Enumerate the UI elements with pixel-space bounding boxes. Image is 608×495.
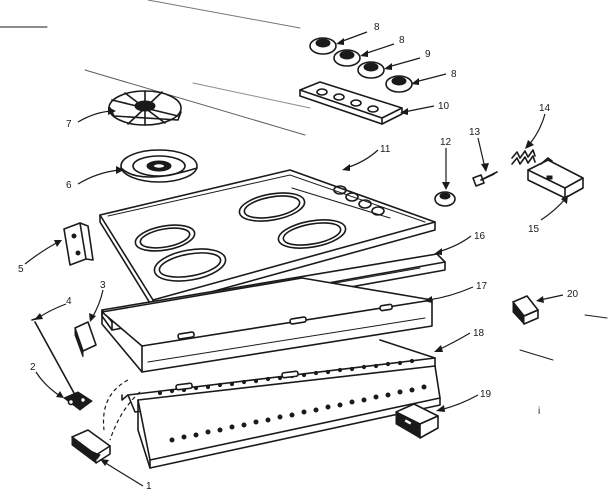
callout-5: 5 xyxy=(18,264,24,275)
callout-15: 15 xyxy=(528,224,540,235)
callout-3: 3 xyxy=(100,280,106,291)
callout-17: 17 xyxy=(476,281,488,292)
callout-10: 10 xyxy=(438,101,450,112)
callout-8c: 8 xyxy=(451,69,457,80)
stray-tick-mark: i xyxy=(538,406,540,417)
cooktop-11 xyxy=(99,169,436,309)
callout-13: 13 xyxy=(469,127,481,138)
callout-12: 12 xyxy=(440,137,452,148)
assembly-dashed-lines xyxy=(102,379,141,441)
side-bracket-5 xyxy=(63,222,94,266)
valve-stem-13 xyxy=(472,171,498,187)
control-knob-8c xyxy=(385,75,413,93)
scan-artifact-lines xyxy=(0,0,608,361)
callout-8a: 8 xyxy=(374,22,380,33)
callout-6: 6 xyxy=(66,180,72,191)
chassis-18 xyxy=(121,339,441,469)
callout-4: 4 xyxy=(66,296,72,307)
junction-block-19 xyxy=(395,403,439,439)
burner-box-17 xyxy=(101,277,433,373)
control-knob-8a xyxy=(309,37,337,55)
drip-bowl-6 xyxy=(120,149,198,183)
callout-labels: 8 8 9 8 10 7 6 11 12 13 14 15 5 16 17 18… xyxy=(18,22,579,492)
callout-9: 9 xyxy=(425,49,431,60)
base-bracket-1 xyxy=(71,429,111,464)
clip-bracket-3 xyxy=(74,321,97,358)
leader-lines xyxy=(24,31,568,487)
vent-holes-lower xyxy=(169,384,427,443)
clamp-2 xyxy=(63,391,93,411)
vent-holes-upper xyxy=(157,358,415,396)
callout-20: 20 xyxy=(567,289,579,300)
callout-16: 16 xyxy=(474,231,486,242)
callout-19: 19 xyxy=(480,389,492,400)
burner-grate-7 xyxy=(108,90,182,126)
rod-4 xyxy=(31,317,75,394)
callout-8b: 8 xyxy=(399,35,405,46)
spring-14 xyxy=(511,149,536,165)
callout-18: 18 xyxy=(473,328,485,339)
mounting-bracket-15 xyxy=(527,157,584,199)
callout-7: 7 xyxy=(66,119,72,130)
wire-clip-20 xyxy=(512,295,539,326)
callout-2: 2 xyxy=(30,362,36,373)
callout-11: 11 xyxy=(380,144,391,155)
control-panel-insert-10 xyxy=(299,81,403,125)
control-knob-9 xyxy=(357,61,385,79)
callout-14: 14 xyxy=(539,103,551,114)
knob-bezel-12 xyxy=(434,191,456,207)
control-knob-8b xyxy=(333,49,361,67)
callout-1: 1 xyxy=(146,481,152,492)
